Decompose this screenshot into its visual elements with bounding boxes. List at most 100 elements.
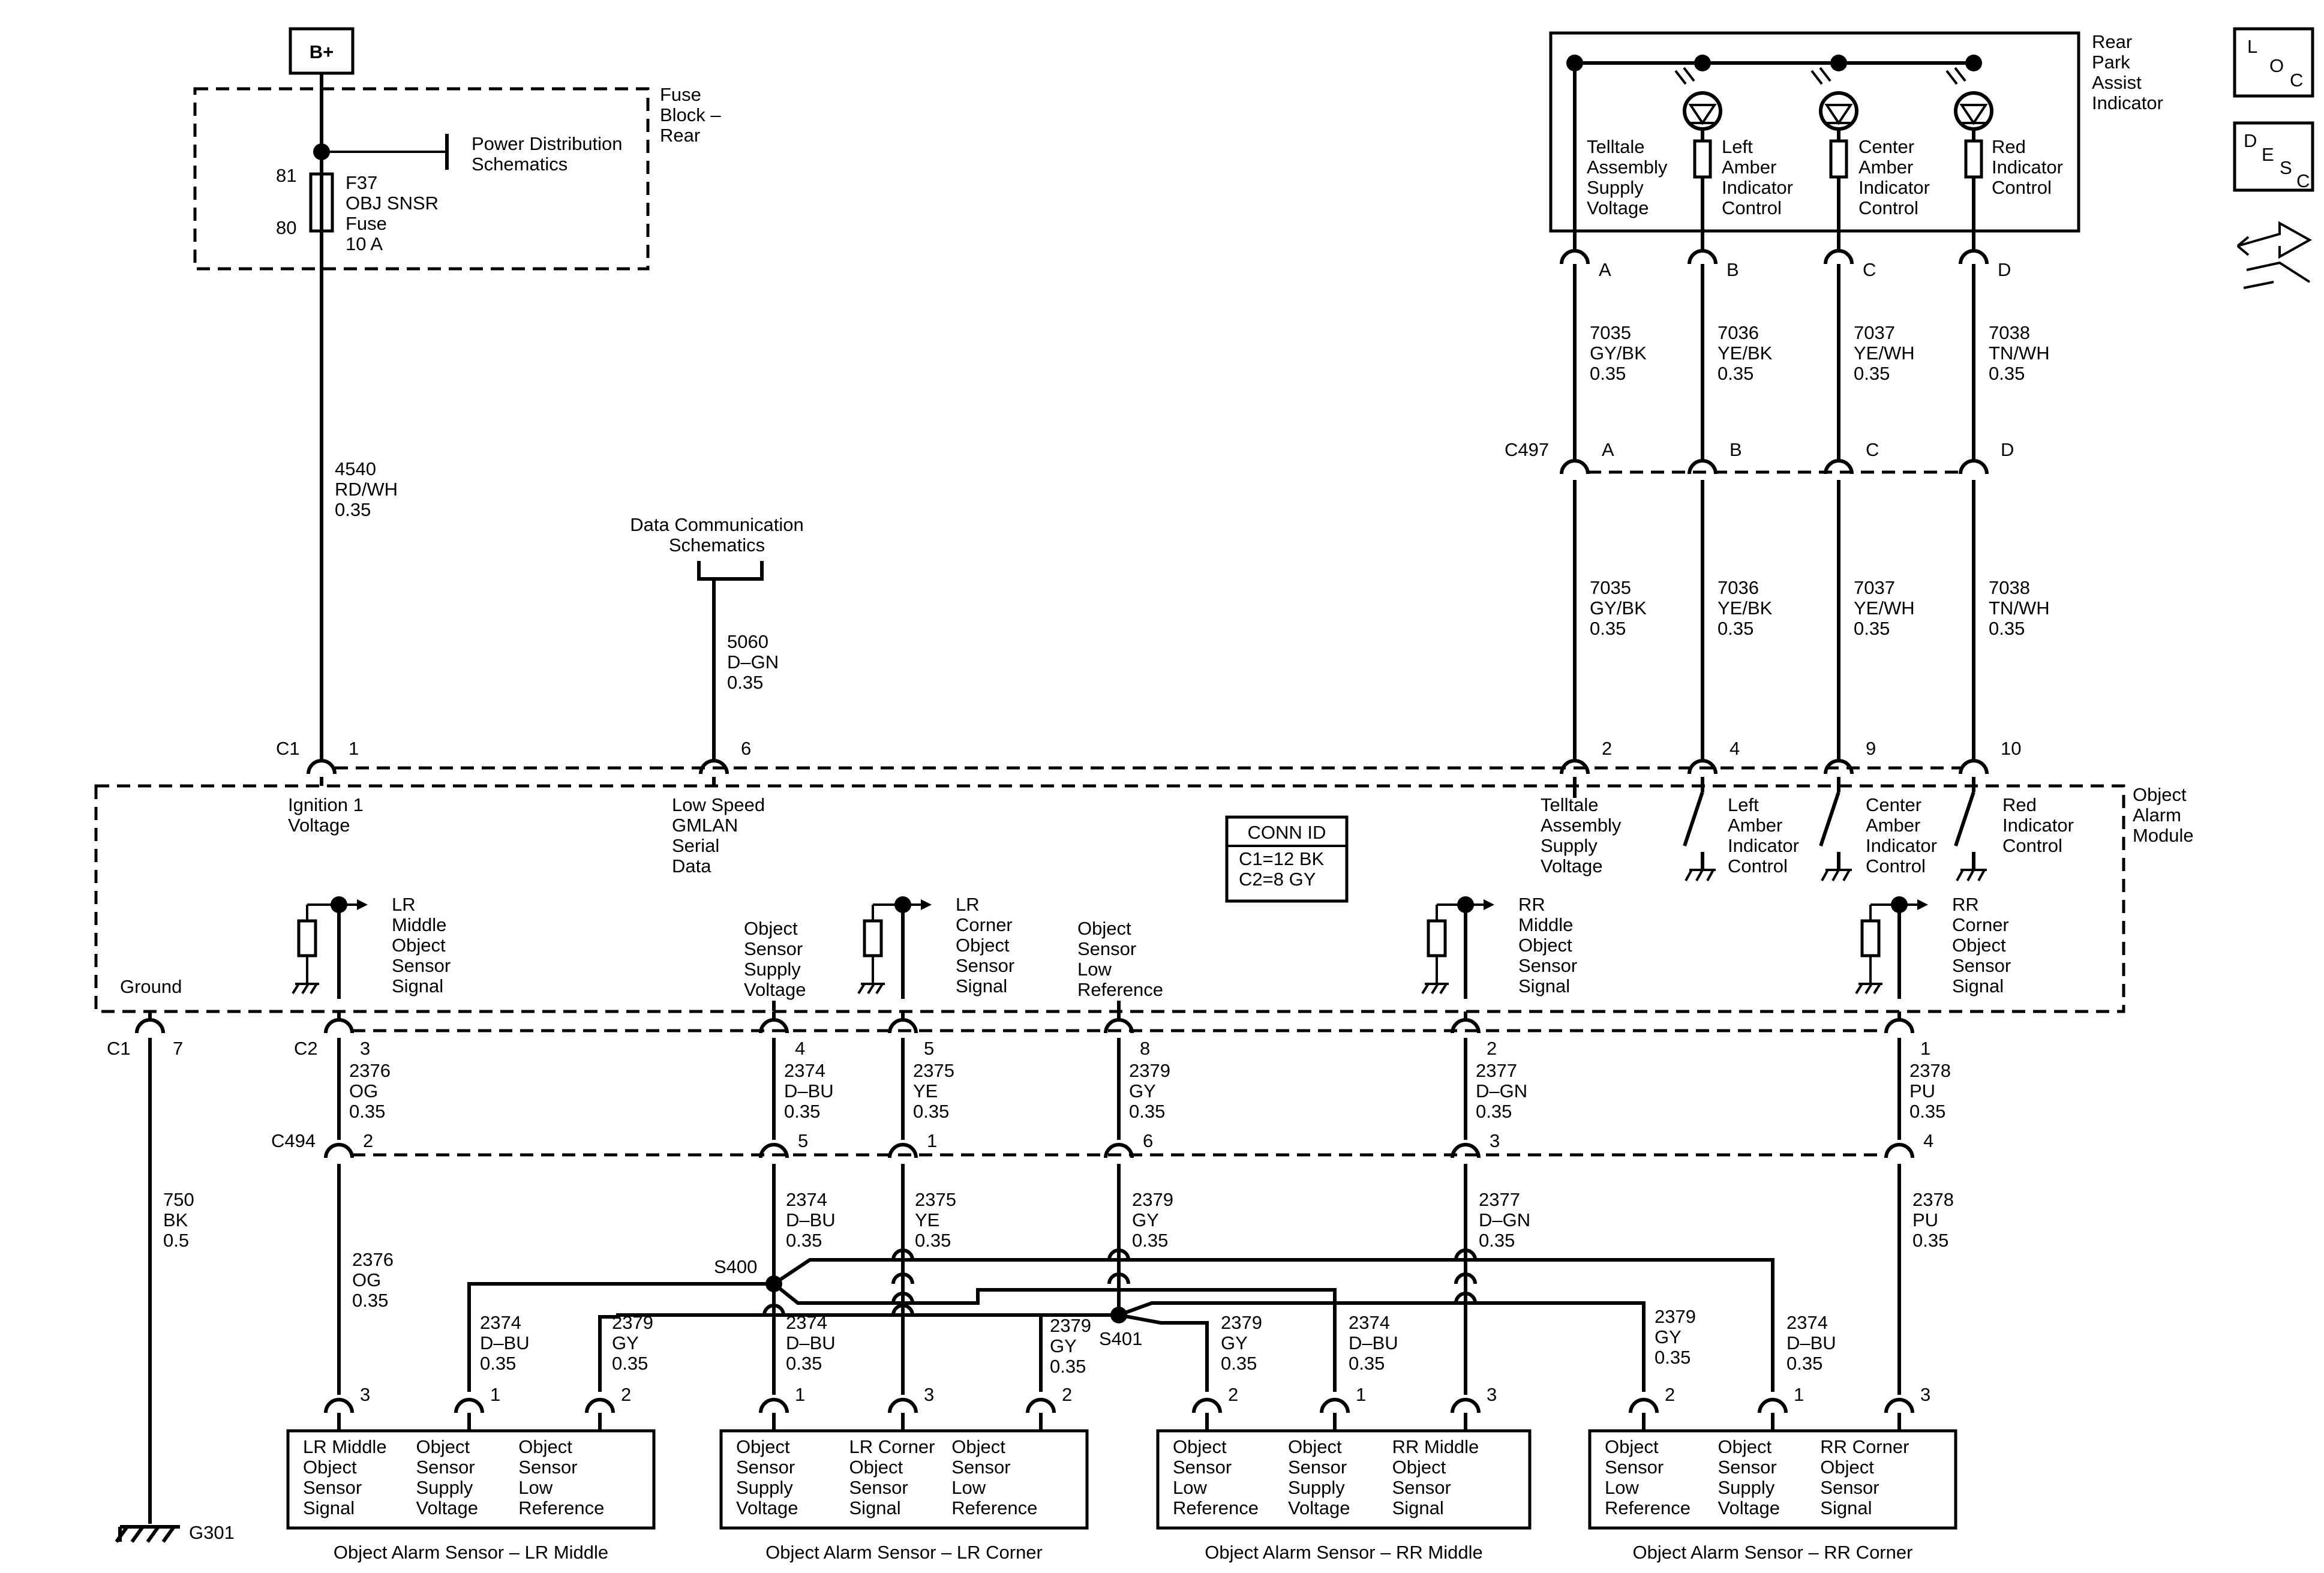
wire-2374-rr-middle (773, 1282, 1337, 1392)
sensor-pin-label: 2 (1062, 1384, 1072, 1405)
sensor-title-0: Object Alarm Sensor – LR Middle (334, 1542, 608, 1563)
sensor-terminal (1758, 1398, 1788, 1413)
ground-symbol-icon (857, 983, 885, 995)
lr-corner-pullup-resistor (863, 919, 883, 957)
c494-pin-label: 5 (798, 1130, 808, 1151)
c2-pin-label: 3 (360, 1038, 370, 1059)
switch-blade (1954, 791, 1975, 846)
sensor-terminal (1451, 1398, 1481, 1413)
loc-icon (2233, 27, 2314, 98)
ground-g301-label: G301 (189, 1522, 235, 1543)
c497-terminal (1824, 459, 1854, 475)
ground-symbol-icon (1421, 983, 1449, 995)
sensor-terminal (324, 1398, 354, 1413)
sensor-title-3: Object Alarm Sensor – RR Corner (1633, 1542, 1913, 1563)
ground-symbol-icon (1855, 983, 1882, 995)
c497-terminal (1959, 459, 1989, 475)
led-symbol (1688, 104, 1717, 125)
resistor (1693, 139, 1712, 179)
desc-icon-s: S (2280, 157, 2292, 178)
led-symbol (1959, 104, 1988, 125)
fuse-f37 (309, 172, 334, 233)
c494-pin-label: 2 (363, 1130, 373, 1151)
splice-s400-label: S400 (714, 1256, 757, 1277)
indicator-pin-terminal (1688, 249, 1718, 265)
switch-blade (1683, 791, 1704, 846)
c494-pin-label: 3 (1490, 1130, 1500, 1151)
wire-2379-lr-corner (1039, 1313, 1119, 1392)
lr-middle-pullup-resistor (297, 919, 317, 957)
c497-terminal (1560, 459, 1590, 475)
wire-crossing (891, 1304, 914, 1316)
c1-pin-label: 4 (1730, 738, 1740, 759)
c1-pin-label: 6 (741, 738, 751, 759)
c1-pin-label: 1 (349, 738, 359, 759)
loc-icon-l: L (2247, 36, 2257, 57)
sensor-pin-label: 1 (1794, 1384, 1804, 1405)
lr-middle-pullup-arrow-icon (357, 899, 368, 910)
c2-pin-label: 2 (1487, 1038, 1497, 1059)
power-source-label: B+ (310, 41, 334, 62)
rr-middle-pullup-junction (1457, 896, 1474, 913)
desc-icon-c: C (2296, 170, 2310, 191)
harness-arrow-icon (2236, 236, 2250, 256)
switch-blade (1819, 791, 1840, 846)
sensor-box-2 (1156, 1429, 1532, 1530)
ground-symbol-icon (292, 983, 319, 995)
indicator-junction (1965, 55, 1982, 71)
c2-name: C2 (294, 1038, 318, 1059)
rr-middle-pullup-resistor (1427, 919, 1447, 957)
module-label-ground: Ground (120, 976, 182, 997)
sensor-pin-label: 3 (360, 1384, 370, 1405)
c494-name: C494 (271, 1130, 316, 1151)
c494-terminal (1884, 1143, 1914, 1158)
sensor-pin-label: 3 (924, 1384, 934, 1405)
c494-terminal (759, 1143, 789, 1158)
harness-routing-icon (2237, 221, 2313, 289)
sensor-box-3 (1588, 1429, 1957, 1530)
sensor-pin-label: 3 (1487, 1384, 1497, 1405)
c497-terminal (1688, 459, 1718, 475)
rr-middle-pullup-arrow-icon (1484, 899, 1494, 910)
rr-corner-pullup-junction (1891, 896, 1908, 913)
c1-ground-name: C1 (107, 1038, 131, 1059)
indicator-pin-label: B (1727, 259, 1739, 280)
rr-corner-pullup-arrow-icon (1917, 899, 1928, 910)
c1-pin-label: 9 (1866, 738, 1876, 759)
sensor-pin-label: 2 (621, 1384, 631, 1405)
wire-2374-rr-corner (773, 1258, 1774, 1392)
wire-crossing (1107, 1272, 1130, 1284)
sensor-terminal (1192, 1398, 1222, 1413)
rr-corner-pullup-resistor (1860, 919, 1881, 957)
loc-icon-c: C (2290, 70, 2303, 91)
